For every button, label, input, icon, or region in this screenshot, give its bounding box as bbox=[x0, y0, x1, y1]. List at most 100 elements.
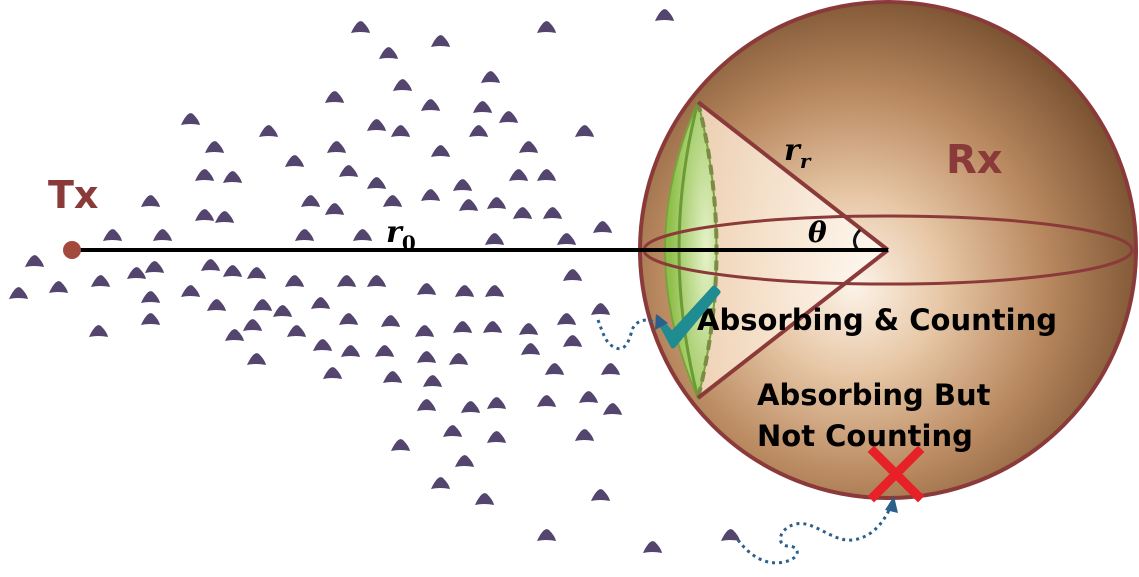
molecule-icon bbox=[339, 165, 358, 177]
molecule-icon bbox=[181, 113, 200, 125]
molecule-icon bbox=[485, 285, 504, 297]
molecule-icon bbox=[421, 99, 440, 111]
molecule-icon bbox=[201, 259, 220, 271]
molecule-icon bbox=[563, 335, 582, 347]
molecule-icon bbox=[141, 291, 160, 303]
molecule-icon bbox=[655, 9, 674, 21]
transmitter-point bbox=[63, 241, 81, 259]
molecule-icon bbox=[537, 21, 556, 33]
molecule-icon bbox=[591, 489, 610, 501]
cross-icon bbox=[867, 445, 925, 503]
molecule-icon bbox=[393, 79, 412, 91]
molecule-icon bbox=[327, 141, 346, 153]
molecule-icon bbox=[519, 141, 538, 153]
molecule-icon bbox=[721, 529, 740, 541]
cone-edge-top bbox=[696, 100, 890, 252]
distance-label: r0 bbox=[386, 215, 416, 255]
molecule-icon bbox=[295, 229, 314, 241]
molecule-icon bbox=[417, 283, 436, 295]
check-icon bbox=[655, 285, 721, 349]
molecule-icon bbox=[181, 285, 200, 297]
molecule-icon bbox=[473, 101, 492, 113]
molecule-icon bbox=[643, 541, 662, 553]
molecule-icon bbox=[259, 125, 278, 137]
molecule-icon bbox=[325, 91, 344, 103]
molecule-icon bbox=[443, 425, 462, 437]
molecule-icon bbox=[521, 343, 540, 355]
molecule-icon bbox=[537, 529, 556, 541]
molecule-icon bbox=[575, 429, 594, 441]
molecule-icon bbox=[461, 401, 480, 413]
molecule-icon bbox=[593, 221, 612, 233]
molecule-icon bbox=[543, 207, 562, 219]
molecule-icon bbox=[285, 275, 304, 287]
molecule-icon bbox=[323, 367, 342, 379]
molecule-icon bbox=[431, 35, 450, 47]
molecule-icon bbox=[417, 351, 436, 363]
molecule-icon bbox=[421, 189, 440, 201]
molecule-icon bbox=[481, 71, 500, 83]
molecule-icon bbox=[499, 111, 518, 123]
molecule-icon bbox=[325, 203, 344, 215]
molecule-icon bbox=[9, 287, 28, 299]
molecule-icon bbox=[367, 177, 386, 189]
molecule-icon bbox=[459, 199, 478, 211]
molecule-icon bbox=[49, 281, 68, 293]
transmitter-label: Tx bbox=[48, 173, 98, 217]
angle-label: θ bbox=[808, 216, 827, 249]
molecule-icon bbox=[513, 207, 532, 219]
molecule-icon bbox=[247, 353, 266, 365]
molecule-icon bbox=[509, 169, 528, 181]
molecule-icon bbox=[313, 339, 332, 351]
molecule-icon bbox=[449, 353, 468, 365]
molecule-icon bbox=[379, 47, 398, 59]
molecule-icon bbox=[89, 325, 108, 337]
molecule-icon bbox=[487, 197, 506, 209]
molecule-icon bbox=[469, 125, 488, 137]
molecule-icon bbox=[383, 371, 402, 383]
molecule-icon bbox=[381, 315, 400, 327]
molecule-icon bbox=[383, 195, 402, 207]
molecule-icon bbox=[353, 229, 372, 241]
molecule-icon bbox=[195, 169, 214, 181]
molecule-icon bbox=[341, 345, 360, 357]
molecule-icon bbox=[367, 275, 386, 287]
radius-label: rr bbox=[784, 133, 812, 173]
molecule-icon bbox=[145, 261, 164, 273]
molecule-icon bbox=[453, 321, 472, 333]
molecule-icon bbox=[153, 229, 172, 241]
molecule-icon bbox=[423, 375, 442, 387]
molecule-icon bbox=[25, 255, 44, 267]
molecule-icon bbox=[557, 233, 576, 245]
molecule-cloud bbox=[9, 9, 740, 553]
molecule-icon bbox=[485, 233, 504, 245]
molecule-icon bbox=[215, 211, 234, 223]
molecule-icon bbox=[225, 329, 244, 341]
molecule-icon bbox=[141, 313, 160, 325]
molecule-icon bbox=[103, 229, 122, 241]
molecule-icon bbox=[247, 267, 266, 279]
molecule-icon bbox=[351, 21, 370, 33]
molecule-icon bbox=[563, 269, 582, 281]
molecule-icon bbox=[127, 267, 146, 279]
molecule-icon bbox=[375, 345, 394, 357]
molecule-icon bbox=[519, 323, 538, 335]
molecule-icon bbox=[431, 477, 450, 489]
molecule-icon bbox=[431, 145, 450, 157]
molecule-icon bbox=[205, 141, 224, 153]
molecule-icon bbox=[391, 439, 410, 451]
molecule-icon bbox=[311, 297, 330, 309]
molecule-icon bbox=[475, 493, 494, 505]
molecule-icon bbox=[367, 119, 386, 131]
molecule-icon bbox=[195, 209, 214, 221]
molecule-icon bbox=[453, 179, 472, 191]
molecule-icon bbox=[557, 313, 576, 325]
molecule-icon bbox=[579, 391, 598, 403]
molecule-icon bbox=[601, 363, 620, 375]
arrow-to-counting bbox=[596, 318, 655, 351]
molecule-icon bbox=[91, 275, 110, 287]
absorbing-not-counting-line2: Not Counting bbox=[757, 419, 973, 453]
molecule-icon bbox=[287, 325, 306, 337]
cone-edge-bottom bbox=[696, 248, 890, 400]
